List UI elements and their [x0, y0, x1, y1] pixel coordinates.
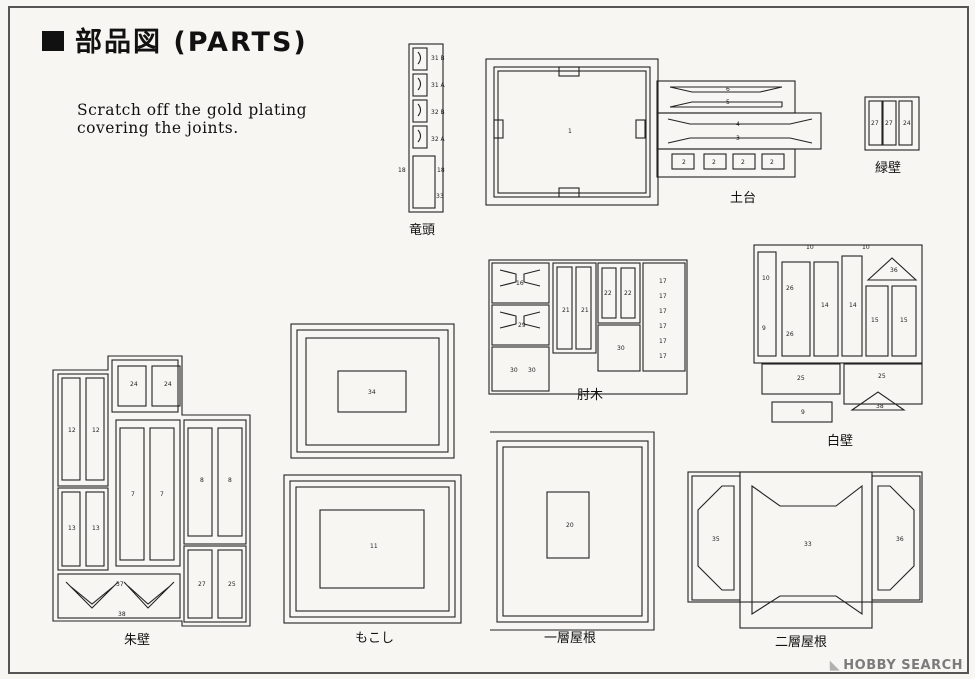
watermark: ◣HOBBY SEARCH	[830, 658, 963, 673]
panel-34: 34	[290, 323, 455, 459]
svg-text:36: 36	[896, 536, 904, 543]
svg-text:10: 10	[762, 275, 770, 282]
svg-text:33: 33	[436, 193, 444, 200]
svg-text:22: 22	[604, 290, 612, 297]
svg-text:9: 9	[801, 409, 805, 416]
label-shukabe: 朱壁	[124, 633, 151, 648]
svg-text:9: 9	[762, 325, 766, 332]
svg-text:17: 17	[659, 293, 667, 300]
svg-text:38: 38	[118, 611, 126, 618]
svg-text:35: 35	[712, 536, 720, 543]
svg-text:8: 8	[200, 477, 204, 484]
label-ryuzu: 竜頭	[409, 223, 436, 238]
label-midorikabe: 緑壁	[875, 161, 902, 176]
svg-text:4: 4	[736, 121, 740, 128]
svg-text:26: 26	[786, 285, 794, 292]
svg-text:27: 27	[885, 120, 893, 127]
svg-text:2: 2	[682, 159, 686, 166]
svg-text:30: 30	[617, 345, 625, 352]
svg-text:7: 7	[160, 491, 164, 498]
svg-text:25: 25	[228, 581, 236, 588]
svg-text:14: 14	[821, 302, 829, 309]
svg-text:20: 20	[566, 522, 574, 529]
label-niso-yane: 二層屋根	[775, 635, 828, 650]
title-square-icon	[42, 31, 64, 51]
svg-text:21: 21	[562, 307, 570, 314]
svg-text:32 B: 32 B	[431, 109, 445, 116]
svg-text:36: 36	[890, 267, 898, 274]
label-mokoshi: もこし	[355, 631, 395, 646]
svg-text:25: 25	[878, 373, 886, 380]
label-dodai: 土台	[730, 191, 757, 206]
svg-text:31 B: 31 B	[431, 55, 445, 62]
svg-text:18: 18	[437, 167, 445, 174]
svg-text:26: 26	[786, 331, 794, 338]
svg-text:34: 34	[368, 389, 376, 396]
dodai-runner: 1 6 5 4 3 2 2 2 2	[485, 58, 822, 206]
ichiso-yane-panel: 20	[490, 431, 655, 631]
svg-text:37: 37	[116, 581, 124, 588]
midorikabe-runner: 27 27 24	[864, 96, 920, 151]
svg-text:24: 24	[164, 381, 172, 388]
shukabe-runner: 24 24 12 12 13 13 7 7 8 8 27 25 37 38	[52, 355, 251, 627]
shirakabe-runner: 10 10 26 26 14 14 15 15 36 10 9 25 25 38 9	[753, 244, 923, 423]
label-ichiso-yane: 一層屋根	[544, 631, 597, 646]
label-hijiki: 肘木	[577, 388, 604, 403]
svg-text:30: 30	[528, 367, 536, 374]
mokoshi-panel: 11	[283, 474, 462, 624]
note-line-1: Scratch off the gold plating	[77, 101, 308, 119]
svg-text:21: 21	[581, 307, 589, 314]
svg-text:38: 38	[876, 403, 884, 410]
niso-yane-panel: 35 33 36	[687, 471, 923, 629]
svg-text:14: 14	[849, 302, 857, 309]
svg-text:22: 22	[624, 290, 632, 297]
svg-text:27: 27	[198, 581, 206, 588]
svg-text:17: 17	[659, 338, 667, 345]
svg-text:32 A: 32 A	[431, 136, 446, 143]
note-line-2: covering the joints.	[77, 119, 239, 137]
svg-text:15: 15	[871, 317, 879, 324]
svg-text:24: 24	[130, 381, 138, 388]
hijiki-runner: 16 29 21 21 22 22 30 30 30 17 17 17 17 17 17	[488, 259, 688, 395]
svg-text:12: 12	[68, 427, 76, 434]
svg-text:17: 17	[659, 308, 667, 315]
svg-text:30: 30	[510, 367, 518, 374]
svg-text:3: 3	[736, 135, 740, 142]
page-frame	[8, 6, 969, 674]
ryuzu-runner: 31 B 31 A 32 B 32 A 18 18 33	[398, 43, 446, 213]
svg-text:2: 2	[712, 159, 716, 166]
page-title: 部品図 (PARTS)	[75, 27, 308, 58]
svg-text:17: 17	[659, 323, 667, 330]
svg-text:25: 25	[797, 375, 805, 382]
svg-text:11: 11	[370, 543, 378, 550]
svg-text:5: 5	[726, 99, 730, 106]
svg-text:1: 1	[568, 128, 572, 135]
svg-text:13: 13	[68, 525, 76, 532]
svg-text:13: 13	[92, 525, 100, 532]
svg-text:10: 10	[862, 244, 870, 251]
svg-text:24: 24	[903, 120, 911, 127]
label-shirakabe: 白壁	[827, 434, 854, 449]
svg-text:12: 12	[92, 427, 100, 434]
svg-text:10: 10	[806, 244, 814, 251]
svg-text:33: 33	[804, 541, 812, 548]
hobby-search-logo-icon: ◣	[829, 658, 841, 673]
svg-text:18: 18	[398, 167, 406, 174]
note: Scratch off the gold plating covering th…	[77, 101, 307, 137]
svg-text:15: 15	[900, 317, 908, 324]
svg-text:29: 29	[518, 322, 526, 329]
svg-text:8: 8	[228, 477, 232, 484]
svg-text:31 A: 31 A	[431, 82, 446, 89]
svg-text:17: 17	[659, 278, 667, 285]
svg-text:27: 27	[871, 120, 879, 127]
svg-text:7: 7	[131, 491, 135, 498]
svg-text:2: 2	[741, 159, 745, 166]
svg-text:6: 6	[726, 86, 730, 93]
svg-text:17: 17	[659, 353, 667, 360]
svg-text:2: 2	[770, 159, 774, 166]
watermark-text: HOBBY SEARCH	[843, 658, 963, 673]
svg-text:16: 16	[516, 280, 524, 287]
